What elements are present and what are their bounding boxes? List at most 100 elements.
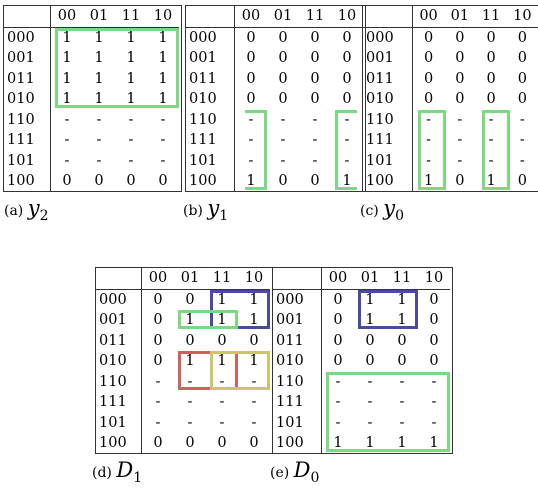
row-header: 110 (186, 109, 235, 130)
row-header: 110 (363, 109, 413, 130)
caption-subscript: 0 (310, 470, 320, 486)
column-header: 11 (475, 6, 507, 28)
caption-variable: D (293, 458, 311, 482)
row-header: 011 (186, 68, 235, 89)
kmap-cell: 0 (423, 70, 434, 87)
kmap-cell: 0 (249, 435, 259, 452)
kmap-cell: 1 (62, 91, 72, 108)
row-header: 010 (186, 89, 235, 110)
kmap-cell: 0 (185, 332, 195, 349)
kmap-cell: 0 (455, 91, 465, 108)
column-header: 10 (331, 6, 363, 28)
kmap-cell: - (155, 373, 161, 390)
kmap-cell: 0 (310, 91, 320, 108)
kmap-cell: - (155, 414, 161, 431)
kmap-cell: 0 (217, 435, 227, 452)
kmap-cell: 0 (310, 29, 320, 46)
kmap-cell: - (519, 152, 525, 169)
kmap-cell: 0 (486, 91, 496, 108)
row-header: 001 (273, 310, 322, 331)
kmap-cell: - (128, 132, 134, 149)
kmap-cell: - (248, 152, 254, 169)
kmap-cell: 1 (486, 173, 496, 190)
kmap-cell: 1 (365, 291, 375, 308)
kmap-cell: - (248, 132, 254, 149)
column-header: 01 (444, 6, 476, 28)
kmap-cell: 0 (342, 29, 352, 46)
kmap-cell: 1 (94, 70, 104, 87)
kmap-cell: 0 (246, 91, 256, 108)
kmap-caption: (d) D1 (92, 458, 142, 486)
row-header: 010 (96, 351, 142, 372)
kmap-cell: 0 (429, 291, 439, 308)
caption-variable: y (27, 196, 40, 220)
kmap-cell: - (248, 111, 254, 128)
row-header: 001 (4, 48, 51, 69)
kmap-cell: 1 (62, 70, 72, 87)
kmap-cell: 0 (217, 332, 227, 349)
row-header: 000 (363, 27, 413, 48)
row-header: 100 (363, 171, 413, 192)
kmap-cell: 0 (310, 70, 320, 87)
row-header: 010 (363, 89, 413, 110)
kmap-cell: - (280, 152, 286, 169)
kmap-cell: 0 (517, 50, 527, 67)
kmap-cell: - (160, 111, 166, 128)
kmap-cell: 1 (249, 312, 259, 329)
kmap-cell: - (155, 394, 161, 411)
kmap-cell: 0 (246, 29, 256, 46)
kmap-caption: (b) y1 (183, 196, 228, 224)
kmap-cell: - (344, 152, 350, 169)
kmap-cell: 1 (249, 291, 259, 308)
caption-subscript: 1 (133, 470, 143, 486)
kmap-cell: 1 (62, 50, 72, 67)
kmap-cell: 0 (517, 70, 527, 87)
kmap-cell: 0 (94, 173, 104, 190)
kmap-cell: - (426, 132, 432, 149)
row-header: 101 (96, 412, 142, 433)
kmap-cell: - (335, 373, 341, 390)
kmap-cell: 0 (397, 332, 407, 349)
kmap-cell: - (367, 414, 373, 431)
kmap-cell: 0 (278, 173, 288, 190)
kmap-corner (363, 6, 413, 28)
kmap-cell: 1 (126, 91, 136, 108)
kmap-cell: 0 (429, 312, 439, 329)
kmap-cell: 0 (278, 91, 288, 108)
kmap-cell: 0 (486, 50, 496, 67)
kmap-cell: - (128, 111, 134, 128)
row-header: 111 (363, 130, 413, 151)
kmap-cell: 0 (342, 70, 352, 87)
kmap-cell: 0 (423, 91, 434, 108)
column-header: 10 (506, 6, 538, 28)
kmap-cell: 0 (517, 91, 527, 108)
kmap-cell: 1 (429, 435, 439, 452)
kmap-cell: - (488, 111, 494, 128)
column-header: 00 (321, 268, 354, 290)
kmap-cell: - (344, 132, 350, 149)
caption-subscript: 2 (39, 208, 49, 224)
kmap-cell: - (96, 111, 102, 128)
kmap-cell: 1 (423, 173, 434, 190)
kmap-cell: - (457, 111, 463, 128)
kmap-cell: 1 (246, 173, 256, 190)
kmap-cell: - (426, 152, 432, 169)
kmap-cell: 1 (365, 312, 375, 329)
kmap-cell: 1 (217, 291, 227, 308)
kmap-cell: - (219, 394, 225, 411)
kmap-cell: 0 (153, 291, 163, 308)
row-header: 111 (273, 392, 322, 413)
kmap-cell: - (187, 373, 193, 390)
row-header: 101 (363, 150, 413, 171)
kmap-cell: 0 (517, 173, 527, 190)
row-header: 001 (96, 310, 142, 331)
kmap-cell: 1 (62, 29, 72, 46)
kmap-cell: - (280, 111, 286, 128)
kmap-cell: 0 (310, 50, 320, 67)
kmap-cell: - (96, 132, 102, 149)
kmap-cell: 0 (365, 332, 375, 349)
